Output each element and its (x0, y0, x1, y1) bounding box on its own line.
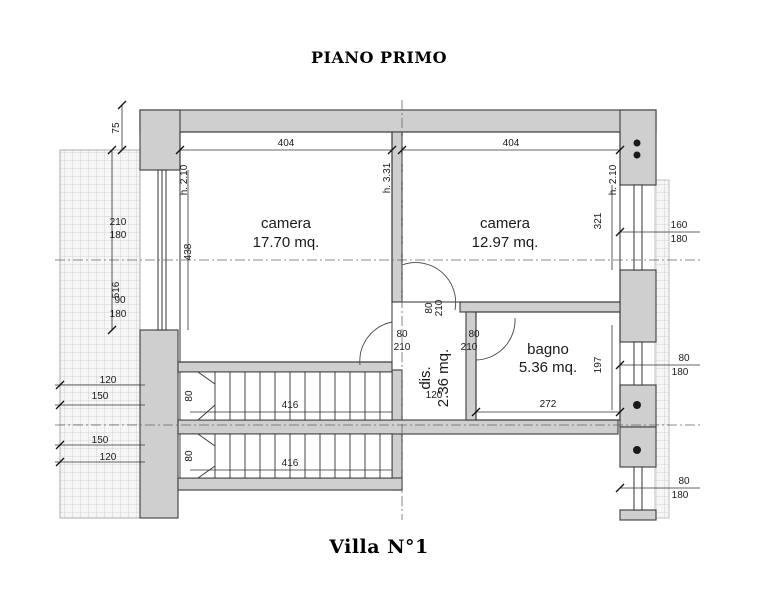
right-balcony (654, 179, 670, 519)
dim-door-dis-w: 80 (424, 302, 435, 314)
dim-right-win2-w: 80 (678, 353, 690, 364)
dim-door-left-w: 80 (396, 329, 408, 340)
dim-left-opening-total: 516 (111, 281, 122, 298)
dim-stair-1-width: 80 (184, 390, 195, 402)
dim-height-left: h. 2.10 (179, 164, 190, 195)
dim-top-margin: 75 (111, 122, 122, 134)
dim-left-room-height: 438 (183, 243, 194, 260)
dim-stair-2-length: 416 (282, 458, 299, 469)
fixtures (633, 139, 641, 454)
dim-door-bath-w: 80 (468, 329, 480, 340)
dim-right-win1-w: 160 (671, 220, 688, 231)
dim-right-win1-h: 180 (671, 234, 688, 245)
dim-door-bath-h: 210 (461, 342, 478, 353)
room-area-camera-2: 12.97 mq. (472, 234, 539, 251)
room-area-bagno: 5.36 mq. (519, 359, 577, 376)
dim-left-lower-c: 150 (92, 435, 109, 446)
room-name-dis: dis. (417, 366, 434, 389)
floor-title: PIANO PRIMO (310, 48, 448, 67)
dim-stair-1-length: 416 (282, 400, 299, 411)
dim-door-dis-h: 210 (434, 299, 445, 316)
dim-right-room-height: 321 (593, 212, 604, 229)
room-area-camera-1: 17.70 mq. (253, 234, 320, 251)
dim-top-right-width: 404 (503, 138, 520, 149)
left-windows (157, 169, 167, 331)
staircase-upper (179, 371, 393, 421)
room-name-bagno: bagno (527, 341, 569, 358)
dim-height-right: h. 2.10 (608, 164, 619, 195)
room-name-camera-1: camera (261, 215, 312, 232)
dim-height-mid: h. 3.31 (382, 162, 393, 193)
dim-door-left-h: 210 (394, 342, 411, 353)
dim-top-left-width: 404 (278, 138, 295, 149)
dimension-lines (55, 105, 700, 489)
dim-left-win1-w: 210 (110, 217, 127, 228)
dim-dis-width: 120 (426, 390, 443, 401)
dim-left-lower-d: 120 (100, 452, 117, 463)
dim-bath-height: 197 (593, 356, 604, 373)
staircase-lower (179, 433, 393, 479)
dim-right-win3-w: 80 (678, 476, 690, 487)
dim-left-lower-b: 150 (92, 391, 109, 402)
dimension-ticks (55, 100, 625, 493)
room-area-dis: 2.36 mq. (435, 349, 452, 407)
dim-left-win2-w: 90 (114, 295, 126, 306)
right-windows (633, 184, 643, 511)
dim-stair-2-width: 80 (184, 450, 195, 462)
reference-lines (55, 100, 700, 520)
dim-right-win2-h: 180 (672, 367, 689, 378)
dim-left-win1-h: 180 (110, 230, 127, 241)
villa-title: Villa N°1 (329, 536, 429, 558)
dim-left-lower-a: 120 (100, 375, 117, 386)
dim-right-win3-h: 180 (672, 490, 689, 501)
room-name-camera-2: camera (480, 215, 531, 232)
dim-bath-width: 272 (540, 399, 557, 410)
dim-left-win2-h: 180 (110, 309, 127, 320)
